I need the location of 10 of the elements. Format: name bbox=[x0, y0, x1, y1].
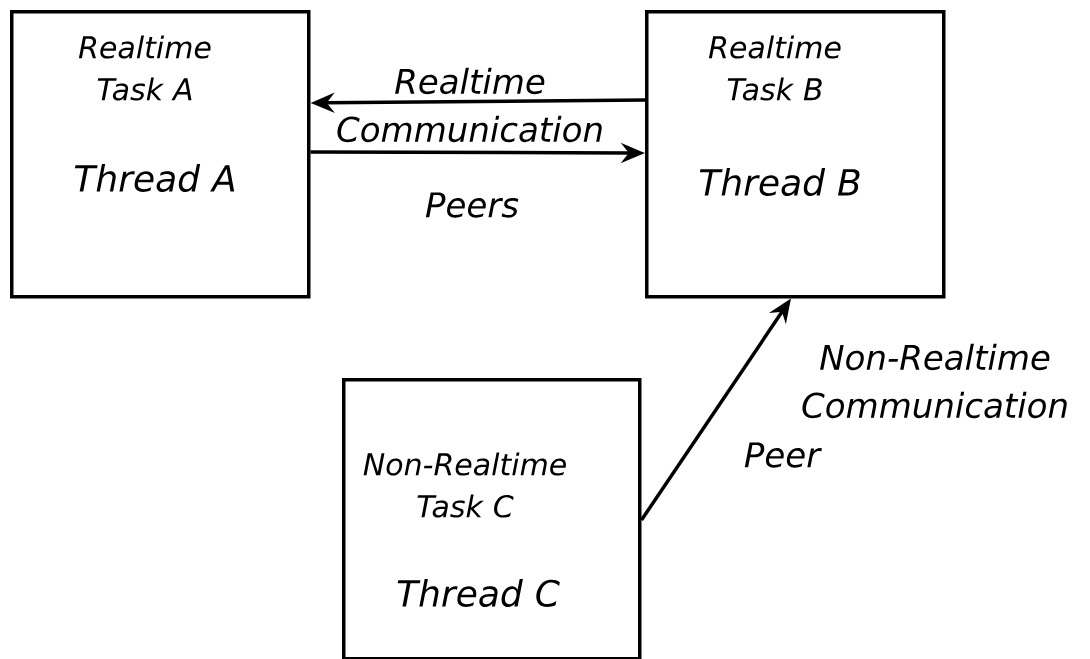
connection-label: Non-Realtime Communication bbox=[802, 343, 1067, 419]
connection-label: Realtime Communication bbox=[337, 67, 602, 143]
thread-label: Thread A bbox=[74, 164, 235, 192]
thread-label: Thread C bbox=[397, 579, 560, 607]
task-label: Realtime Task A bbox=[78, 35, 211, 101]
task-label: Non-Realtime Task C bbox=[363, 452, 566, 518]
thread-label: Thread B bbox=[699, 168, 860, 196]
task-label: Realtime Task B bbox=[708, 35, 841, 101]
connection-label: Peers bbox=[425, 192, 519, 218]
connection-label: Peer bbox=[744, 442, 822, 468]
